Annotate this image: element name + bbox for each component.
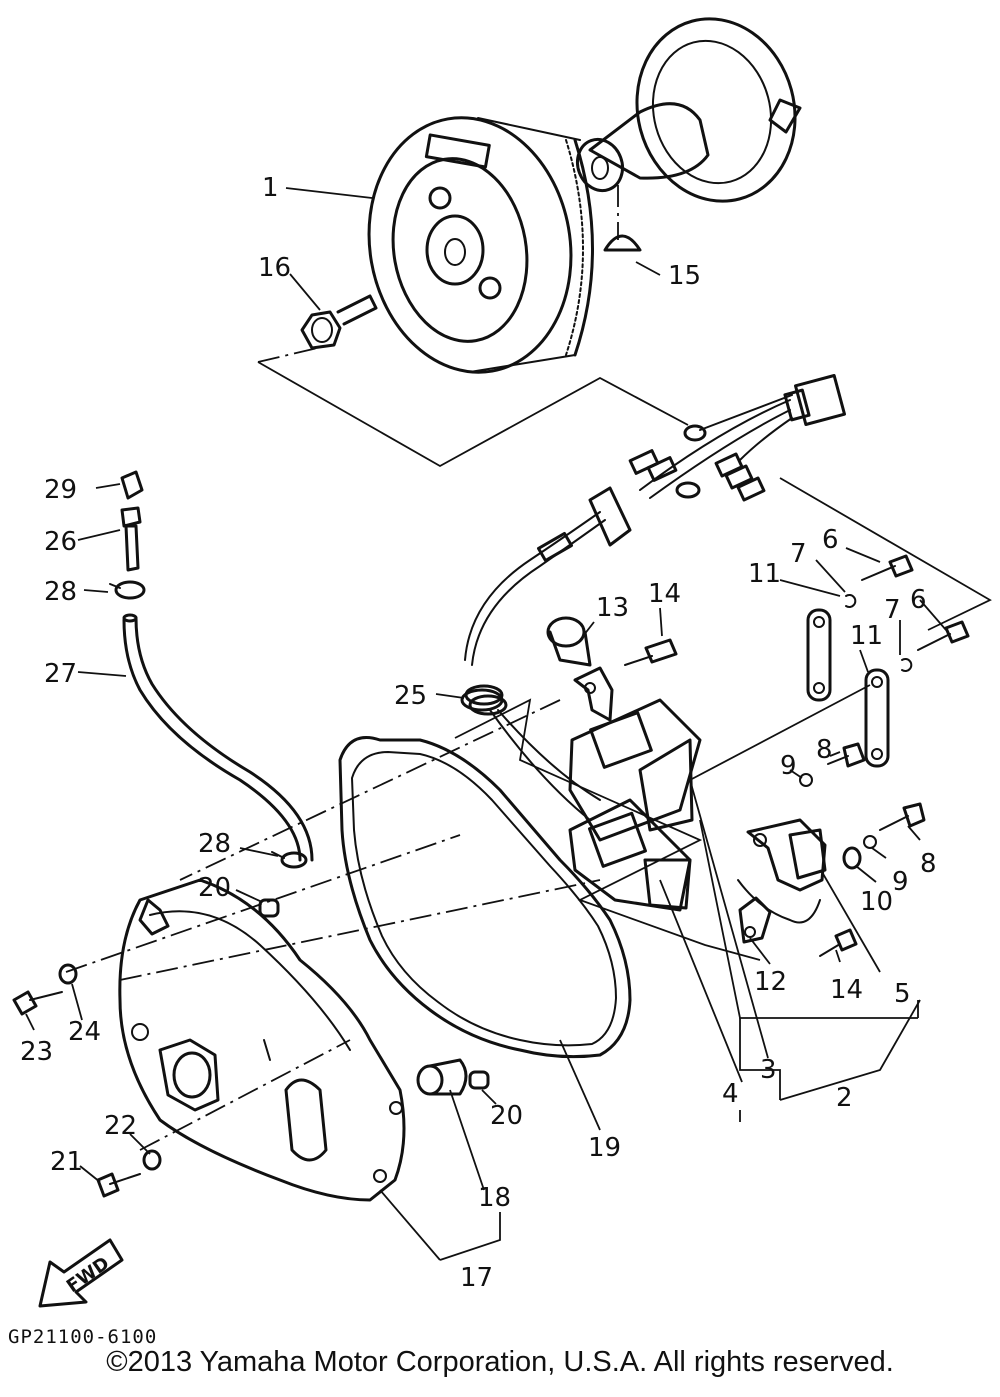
washer-10 <box>842 846 862 870</box>
rotor-hub <box>575 17 802 203</box>
screw-6-b <box>917 620 970 651</box>
callout-22: 22 <box>104 1111 137 1141</box>
bolt-21 <box>96 1172 141 1198</box>
callout-20b: 20 <box>490 1101 523 1131</box>
callout-11a: 11 <box>748 559 781 589</box>
copyright-notice: ©2013 Yamaha Motor Corporation, U.S.A. A… <box>106 1346 894 1378</box>
callout-14a: 14 <box>648 579 681 609</box>
callout-29: 29 <box>44 475 77 505</box>
flywheel-nut <box>300 294 378 350</box>
dowel-20-b <box>468 1070 490 1090</box>
callout-4: 4 <box>722 1079 739 1109</box>
collar-18 <box>416 1058 468 1096</box>
callout-18: 18 <box>478 1183 511 1213</box>
screw-6-a <box>861 554 914 581</box>
callout-3: 3 <box>760 1055 777 1085</box>
screw-8-a <box>827 742 866 768</box>
callout-7b: 7 <box>884 595 901 625</box>
washer-9-b <box>863 835 877 849</box>
callout-28a: 28 <box>44 577 77 607</box>
callout-26: 26 <box>44 527 77 557</box>
grommet-25 <box>460 688 504 712</box>
fwd-label: FWD <box>63 1253 114 1297</box>
gasket <box>338 736 632 1059</box>
callout-5: 5 <box>894 979 911 1009</box>
callout-19: 19 <box>588 1133 621 1163</box>
callout-9b: 9 <box>892 867 909 897</box>
callout-17: 17 <box>460 1263 493 1293</box>
washer-24 <box>58 963 78 985</box>
callout-8a: 8 <box>816 735 833 765</box>
coil-bracket <box>737 818 827 924</box>
screw-8-b <box>879 802 926 831</box>
callout-16: 16 <box>258 253 291 283</box>
washer-9-a <box>799 773 813 787</box>
hose-clamp-28-bottom <box>271 851 308 869</box>
callout-20a: 20 <box>198 873 231 903</box>
callout-27: 27 <box>44 659 77 689</box>
callout-9a: 9 <box>780 751 797 781</box>
flywheel <box>367 116 594 374</box>
callout-6b: 6 <box>910 585 927 615</box>
washer-7-a <box>845 594 857 608</box>
nipple-26 <box>120 506 142 572</box>
generator-cover <box>118 878 406 1202</box>
woodruff-key <box>603 234 642 252</box>
fuel-hose-27 <box>122 613 314 862</box>
screw-14-bottom <box>819 928 858 957</box>
callout-11b: 11 <box>850 621 883 651</box>
plate-11-b <box>864 668 890 768</box>
charge-coil <box>568 698 702 842</box>
callout-25: 25 <box>394 681 427 711</box>
pulser-coil <box>568 798 692 912</box>
callout-1: 1 <box>262 173 279 203</box>
callout-7a: 7 <box>790 539 807 569</box>
callout-15: 15 <box>668 261 701 291</box>
bolt-23 <box>12 990 63 1016</box>
washer-22 <box>142 1149 162 1171</box>
fwd-arrow: FWD <box>38 1238 124 1308</box>
pickup-sensor <box>546 616 614 722</box>
callout-28b: 28 <box>198 829 231 859</box>
dowel-20-a <box>258 898 280 918</box>
hose-clamp-28-top <box>109 580 146 600</box>
callout-2: 2 <box>836 1083 853 1113</box>
callout-6a: 6 <box>822 525 839 555</box>
screw-14-top <box>624 638 678 666</box>
cap-29 <box>120 470 144 500</box>
callout-8b: 8 <box>920 849 937 879</box>
plate-11-a <box>806 608 832 702</box>
callout-23: 23 <box>20 1037 53 1067</box>
callout-24: 24 <box>68 1017 101 1047</box>
figure-code: GP21100-6100 <box>8 1326 158 1348</box>
washer-7-b <box>901 658 913 672</box>
callout-14b: 14 <box>830 975 863 1005</box>
callout-13: 13 <box>596 593 629 623</box>
callout-10: 10 <box>860 887 893 917</box>
clamp-12 <box>738 896 772 944</box>
callout-21: 21 <box>50 1147 83 1177</box>
callout-12: 12 <box>754 967 787 997</box>
